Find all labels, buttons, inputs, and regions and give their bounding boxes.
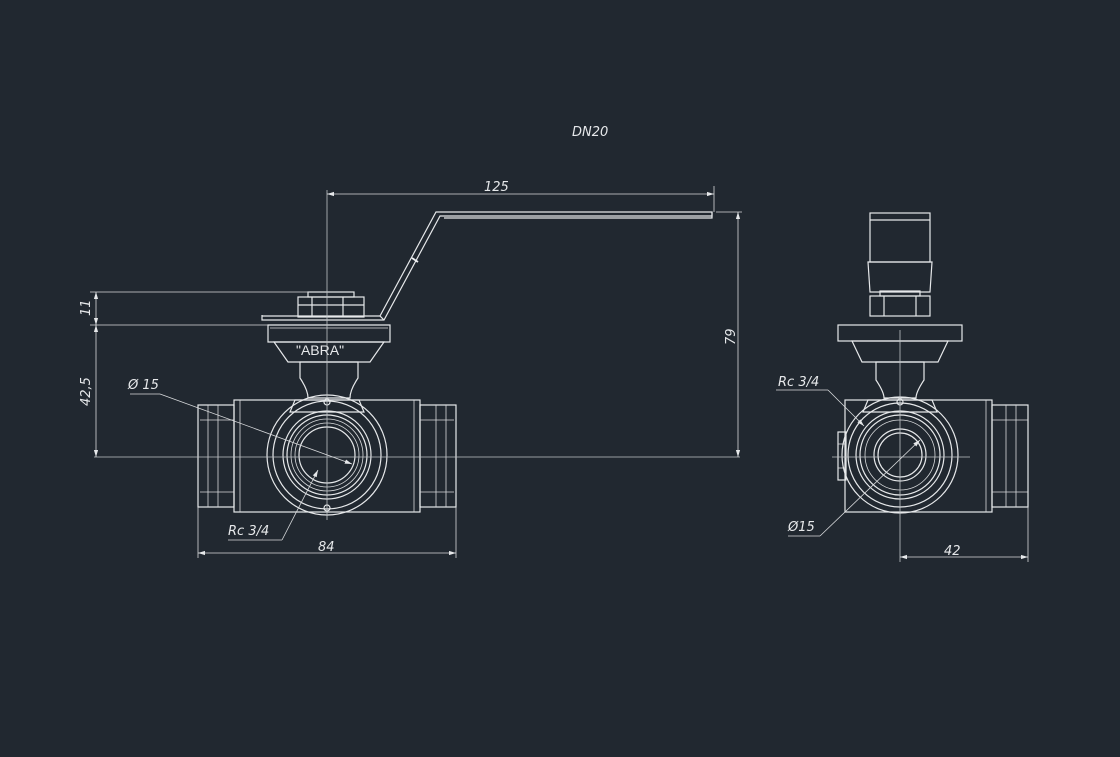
side-dim-thread: Rc 3/4 [776, 375, 865, 427]
svg-text:42: 42 [944, 544, 961, 559]
svg-text:79: 79 [724, 328, 739, 345]
dim-stem-gap: 11 [79, 291, 310, 326]
bonnet [267, 324, 391, 399]
svg-text:11: 11 [79, 299, 94, 316]
side-handle [867, 212, 933, 293]
svg-text:Rc 3/4: Rc 3/4 [228, 524, 269, 539]
dim-height-total: 79 [716, 211, 742, 457]
drawing-title: DN20 [572, 125, 608, 140]
dim-bore: Ø 15 [127, 378, 353, 465]
handle-lever [261, 211, 713, 321]
brand-label: "ABRA" [296, 342, 344, 358]
svg-text:Rc 3/4: Rc 3/4 [778, 375, 819, 390]
svg-text:Ø15: Ø15 [787, 520, 815, 535]
side-stem-nut [869, 290, 931, 317]
stem-nut [297, 291, 365, 318]
svg-text:84: 84 [318, 540, 335, 555]
svg-text:Ø 15: Ø 15 [127, 378, 159, 393]
front-view: "ABRA" [79, 180, 742, 558]
svg-text:125: 125 [484, 180, 509, 195]
side-dim-bore: Ø15 [787, 439, 921, 537]
side-view: Rc 3/4 Ø15 42 [776, 212, 1029, 562]
dim-thread: Rc 3/4 [228, 469, 319, 541]
dim-handle-length: 125 [327, 180, 715, 212]
side-dim-half-length: 42 [900, 507, 1029, 562]
svg-text:42,5: 42,5 [79, 377, 94, 406]
dim-body-length: 84 [197, 507, 457, 558]
dim-axis-height: 42,5 [79, 325, 99, 457]
